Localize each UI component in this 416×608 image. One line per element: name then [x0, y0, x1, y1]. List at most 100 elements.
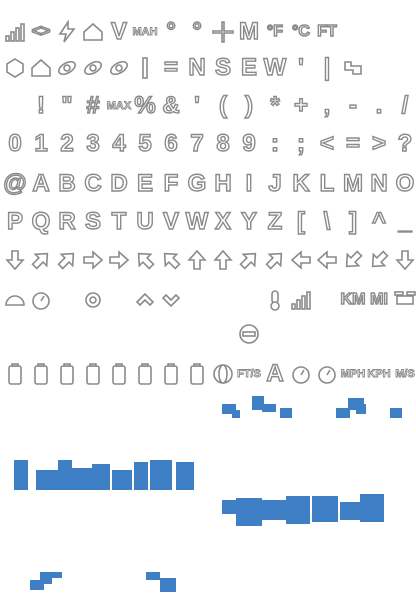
glyph: U — [132, 208, 158, 236]
glyph: 9 — [236, 130, 262, 158]
glyph: % — [132, 92, 158, 120]
gauge-icon — [2, 286, 28, 314]
glyph-label: < — [319, 130, 334, 157]
glyph: Z — [262, 208, 288, 236]
throttle-icon — [28, 286, 54, 314]
gps-icon — [2, 54, 28, 82]
glyph: ^ — [366, 208, 392, 236]
glyph-label: M — [342, 170, 363, 197]
glyph: V — [106, 18, 132, 46]
glyph-label: W — [185, 208, 209, 235]
glyph-label: A — [32, 170, 51, 197]
glyph: L — [314, 170, 340, 198]
crosshair-icon — [210, 18, 236, 46]
glyph: # — [80, 92, 106, 120]
bolt-icon — [54, 18, 80, 46]
glyph: FT — [314, 18, 340, 46]
glyph: Q — [28, 208, 54, 236]
glyph: / — [392, 92, 416, 120]
glyph-label: 9 — [242, 130, 257, 157]
glyph-label: 3 — [86, 130, 101, 157]
glyph-label: / — [401, 92, 409, 119]
arrow-down-icon — [2, 246, 28, 274]
glyph: . — [366, 92, 392, 120]
glyph-label: FT/S — [237, 367, 262, 380]
glyph-label: [ — [296, 208, 305, 235]
glyph: W — [184, 208, 210, 236]
glyph: + — [288, 92, 314, 120]
glyph: , — [314, 92, 340, 120]
glyph-label: K — [292, 170, 311, 197]
glyph: M/S — [392, 360, 416, 388]
glyph-label: # — [86, 92, 101, 119]
glyph-label: = — [345, 130, 360, 157]
signal-bars-icon — [2, 18, 28, 46]
drone-icon — [392, 286, 416, 314]
glyph: ( — [210, 92, 236, 120]
glyph: ? — [392, 130, 416, 158]
glyph-label: > — [371, 130, 386, 157]
glyph-label: <> — [31, 23, 51, 40]
glyph: @ — [2, 170, 28, 198]
arrow-left-icon — [314, 246, 340, 274]
glyph: ° — [158, 18, 184, 46]
glyph-label: L — [319, 170, 335, 197]
arrow-up-right-icon — [132, 246, 158, 274]
glyph-label: Q — [31, 208, 51, 235]
glyph: F — [158, 170, 184, 198]
glyph-label: S — [84, 208, 101, 235]
glyph-label: 8 — [216, 130, 231, 157]
glyph: 5 — [132, 130, 158, 158]
glyph: 0 — [2, 130, 28, 158]
glyph-label: N — [188, 54, 207, 81]
glyph: 2 — [54, 130, 80, 158]
glyph-label: ' — [297, 54, 304, 81]
glyph: G — [184, 170, 210, 198]
bar-icon — [132, 54, 158, 82]
glyph-label: 0 — [8, 130, 23, 157]
glyph-label: KM — [340, 291, 366, 308]
glyph-label: ; — [296, 130, 305, 157]
glyph-label: B — [58, 170, 77, 197]
glyph: 7 — [184, 130, 210, 158]
glyph-label: 7 — [190, 130, 205, 157]
glyph: & — [158, 92, 184, 120]
battery-icon — [106, 360, 132, 388]
glyph-label: °C — [291, 23, 310, 40]
arrow-up-icon — [210, 246, 236, 274]
battery-icon — [2, 360, 28, 388]
glyph: C — [80, 170, 106, 198]
glyph: ' — [184, 92, 210, 120]
glyph-label: ) — [244, 92, 253, 119]
glyph: ' — [288, 54, 314, 82]
glyph-label: 5 — [138, 130, 153, 157]
glyph: ) — [236, 92, 262, 120]
glyph-label: . — [375, 92, 383, 119]
glyph-label: ' — [193, 92, 200, 119]
glyph-label: I — [245, 170, 253, 197]
aircraft-icon — [80, 54, 106, 82]
glyph: J — [262, 170, 288, 198]
glyph-label: A — [266, 360, 285, 387]
glyph-label: ? — [397, 130, 413, 157]
glyph: 6 — [158, 130, 184, 158]
glyph-label: X — [214, 208, 231, 235]
stop-icon — [236, 320, 262, 348]
glyph-label: U — [136, 208, 155, 235]
glyph: S — [80, 208, 106, 236]
glyph-label: ° — [166, 18, 177, 45]
glyph-label: " — [61, 92, 74, 119]
arrow-up-left-icon — [262, 246, 288, 274]
glyph-label: M — [238, 18, 259, 45]
glyph-label: ° — [192, 18, 203, 45]
glyph-label: MPH — [340, 367, 366, 380]
glyph: E — [236, 54, 262, 82]
glyph-label: ] — [348, 208, 357, 235]
satellite-icon — [54, 54, 80, 82]
glyph: K — [288, 170, 314, 198]
glyph-label: KPH — [367, 367, 391, 380]
glyph: E — [132, 170, 158, 198]
glyph: °C — [288, 18, 314, 46]
battery-icon — [80, 360, 106, 388]
chevron-down-icon — [158, 286, 184, 314]
